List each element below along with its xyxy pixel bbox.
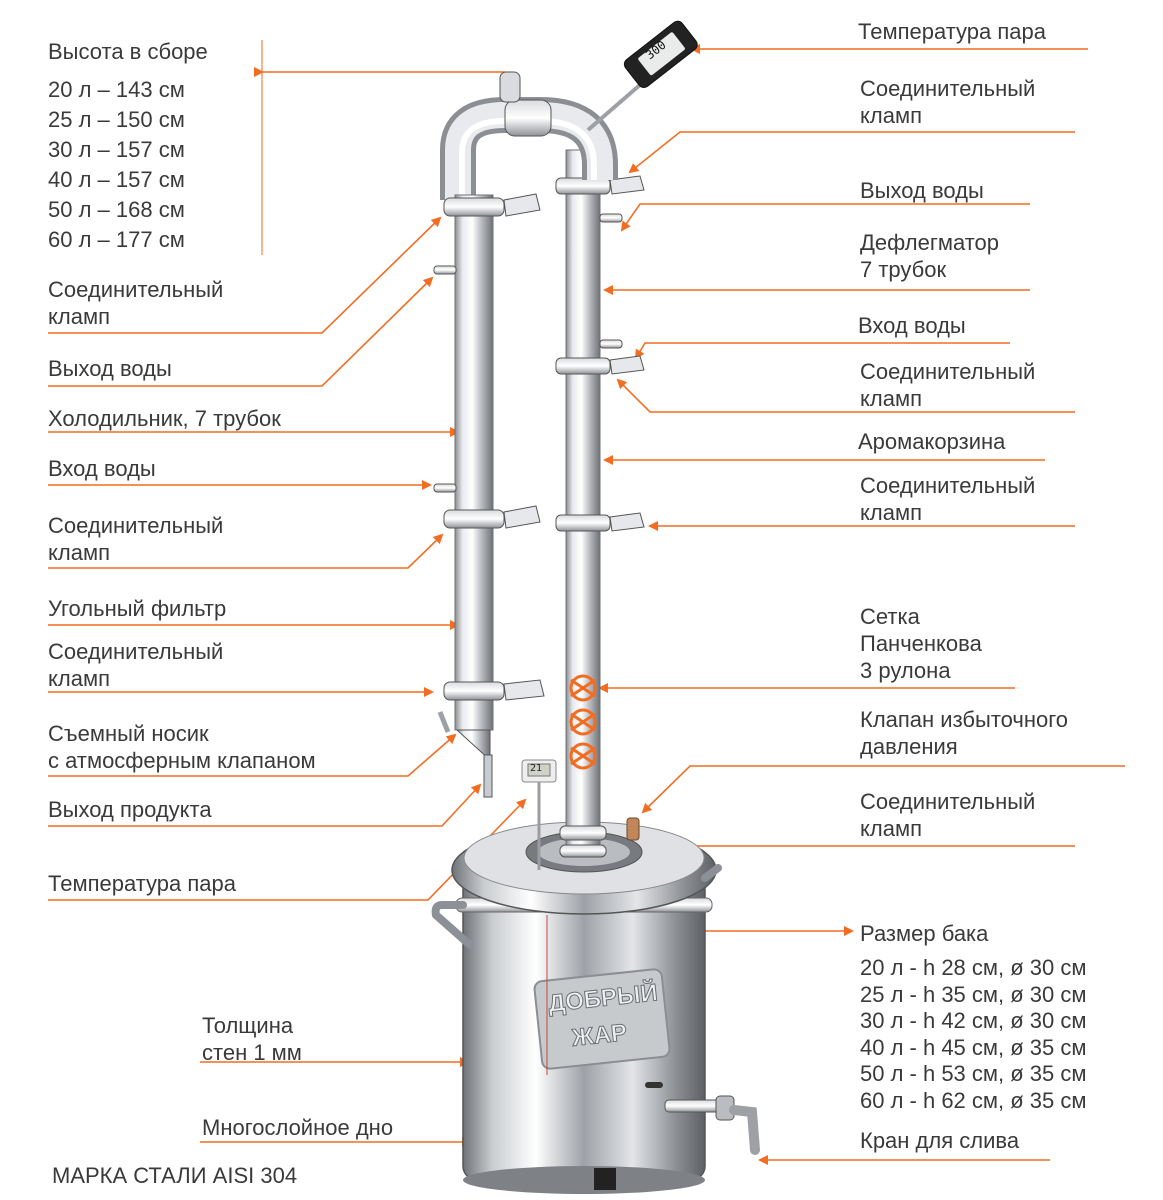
tank-size-list: 20 л - h 28 см, ø 30 см 25 л - h 35 см, …	[860, 955, 1087, 1114]
leader-right-clamp-2	[616, 378, 1075, 413]
height-item: 60 л – 177 см	[48, 227, 185, 252]
cooler-label: Холодильник, 7 трубок	[48, 406, 281, 431]
drain-tap-label: Кран для слива	[860, 1128, 1020, 1153]
leader-left-clamp-2	[48, 533, 444, 569]
probe-thermometer	[586, 20, 698, 132]
height-item: 30 л – 157 см	[48, 137, 185, 162]
panchenkov-mesh	[569, 674, 597, 770]
height-item: 25 л – 150 см	[48, 107, 185, 132]
tank-thermometer	[521, 759, 557, 870]
steam-temp-right-label: Температура пара	[858, 19, 1046, 44]
height-item: 20 л – 143 см	[48, 77, 185, 102]
cooler	[433, 193, 545, 798]
aroma-basket-label: Аромакорзина	[858, 429, 1006, 454]
leader-left-water-out	[48, 276, 434, 387]
product-out-label: Выход продукта	[48, 797, 212, 822]
steam-temp-left-label: Температура пара	[48, 871, 236, 896]
right-water-out-label: Выход воды	[860, 178, 984, 203]
tank-thermometer-display: 21	[530, 763, 543, 774]
leader-lines	[48, 40, 1125, 1165]
right-water-in-label: Вход воды	[858, 313, 966, 338]
column	[555, 149, 645, 858]
leader-spout	[48, 733, 457, 777]
leader-valve	[641, 765, 1125, 814]
leader-right-water-out	[620, 203, 1030, 232]
leader-right-water-in	[634, 342, 1010, 360]
tank	[431, 821, 760, 1194]
tank-size-item: 30 л - h 42 см, ø 30 см	[860, 1008, 1087, 1033]
leader-right-clamp-1	[628, 131, 1075, 174]
height-list: 20 л – 143 см 25 л – 150 см 30 л – 157 с…	[48, 75, 185, 255]
height-item: 40 л – 157 см	[48, 167, 185, 192]
leader-left-clamp-1	[48, 216, 442, 334]
carbon-filter-label: Угольный фильтр	[48, 596, 227, 621]
steel-grade-label: МАРКА СТАЛИ AISI 304	[52, 1163, 298, 1188]
tank-size-item: 25 л - h 35 см, ø 30 см	[860, 981, 1087, 1007]
leader-product-out	[48, 783, 482, 827]
leader-steam-temp-left	[48, 798, 527, 901]
tank-size-item: 40 л - h 45 см, ø 35 см	[860, 1034, 1087, 1060]
top-bend	[440, 71, 618, 200]
tank-size-item: 50 л - h 53 см, ø 35 см	[860, 1061, 1087, 1086]
tank-size-title: Размер бака	[860, 921, 989, 946]
left-water-out-label: Выход воды	[48, 356, 172, 381]
brand-line-2: ЖАР	[570, 1019, 629, 1053]
left-water-in-label: Вход воды	[48, 456, 156, 481]
tank-size-item: 60 л - h 62 см, ø 35 см	[860, 1087, 1087, 1113]
tank-size-item: 20 л - h 28 см, ø 30 см	[860, 955, 1087, 980]
multilayer-bottom-label: Многослойное дно	[202, 1115, 394, 1140]
height-item: 50 л – 168 см	[48, 197, 185, 222]
height-title: Высота в сборе	[48, 39, 208, 64]
